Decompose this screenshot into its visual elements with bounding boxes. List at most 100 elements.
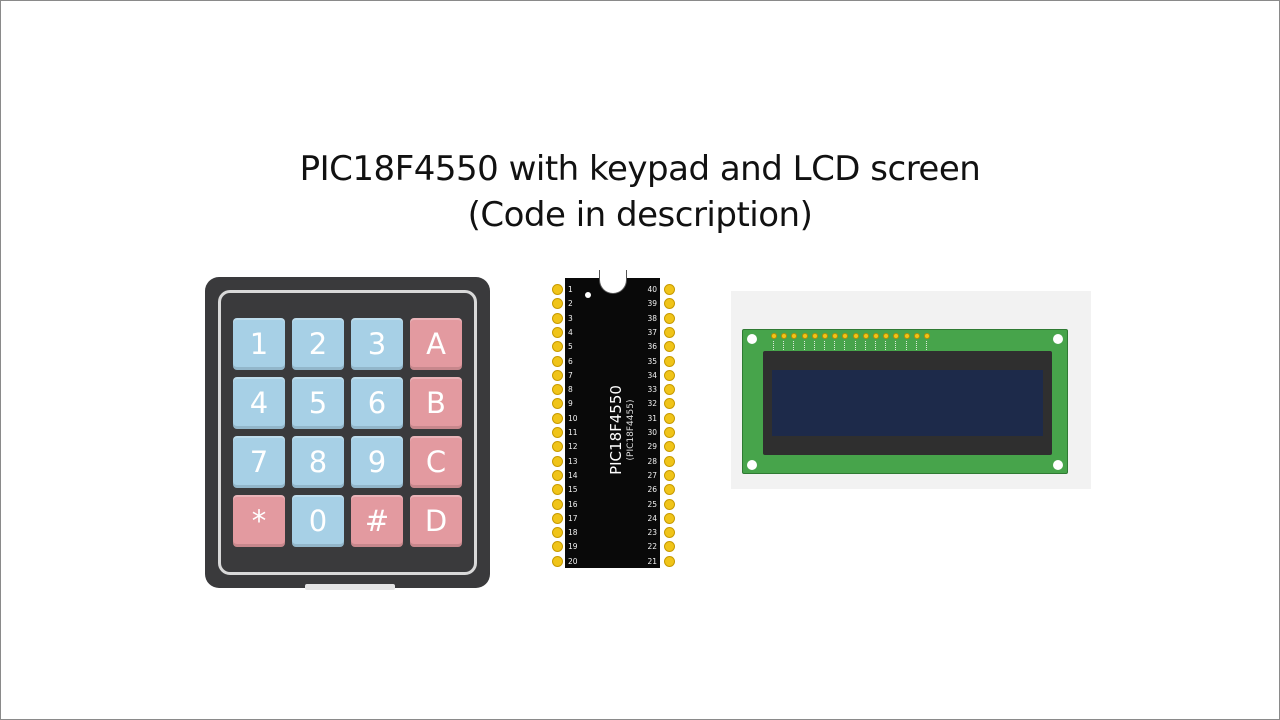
- pin-number: 9: [568, 399, 573, 409]
- pin-number: 37: [647, 327, 657, 337]
- lcd-header-pin: [883, 333, 890, 339]
- pin-number: 39: [647, 299, 657, 309]
- chip-pin: [552, 369, 563, 381]
- keypad-key: *: [233, 495, 285, 547]
- pin-number: 16: [568, 499, 578, 509]
- chip-pin: [664, 355, 675, 367]
- lcd-pin-label: [773, 341, 777, 350]
- pin-number: 22: [647, 542, 657, 552]
- pin-number: 30: [647, 428, 657, 437]
- keypad-key: 8: [292, 436, 344, 488]
- chip-pin: [664, 427, 675, 438]
- pin-number: 26: [647, 485, 657, 495]
- chip-pin: [664, 455, 675, 467]
- keypad-key: C: [410, 436, 462, 488]
- lcd-header-pin: [822, 333, 828, 339]
- lcd-pin-label: [885, 341, 889, 350]
- keypad-key: B: [410, 377, 462, 429]
- lcd-pin-label: [875, 341, 879, 350]
- chip-pin: [552, 541, 563, 553]
- pin-number: 32: [647, 399, 657, 409]
- lcd-pin-label: [895, 341, 899, 350]
- lcd-screen: [772, 370, 1043, 436]
- lcd-header-pin: [801, 333, 808, 339]
- pin-number: 8: [568, 385, 573, 395]
- lcd-pin-label: [813, 341, 818, 350]
- lcd-header-pin: [771, 333, 777, 339]
- lcd-pin-label: [915, 341, 920, 350]
- keypad-key: 6: [351, 377, 403, 429]
- mount-hole: [747, 460, 757, 470]
- pin-number: 10: [568, 413, 578, 423]
- keypad-key: 0: [292, 495, 344, 547]
- lcd-header-pin: [903, 333, 910, 339]
- chip-name: PIC18F4550: [607, 385, 625, 475]
- lcd-header-pin: [842, 333, 849, 339]
- lcd-16x2-module: [742, 329, 1068, 474]
- chip-pin: [664, 298, 675, 310]
- keypad-key: D: [410, 495, 462, 547]
- chip-pin: [664, 541, 675, 553]
- pin-number: 19: [568, 542, 578, 552]
- chip-pin: [552, 512, 563, 524]
- chip-pin: [664, 284, 675, 295]
- lcd-pin-label: [844, 341, 848, 350]
- pin-number: 23: [647, 528, 657, 538]
- pin-number: 6: [568, 356, 573, 366]
- keypad-key: #: [351, 495, 403, 547]
- chip-pin: [552, 441, 563, 453]
- slide-subtitle: (Code in description): [467, 195, 813, 235]
- chip-pin: [552, 326, 563, 338]
- pin-number: 4: [568, 327, 573, 337]
- lcd-pin-label: [854, 341, 859, 350]
- lcd-header-pin: [832, 333, 839, 339]
- pin-number: 18: [568, 528, 578, 538]
- keypad-key: 2: [292, 318, 344, 370]
- chip-pin: [664, 341, 675, 353]
- lcd-bezel: [763, 351, 1052, 455]
- chip-pin: [552, 298, 563, 310]
- lcd-pin-label: [926, 341, 930, 350]
- pin-number: 36: [647, 342, 657, 352]
- chip-pin: [664, 326, 675, 338]
- keypad-key: 4: [233, 377, 285, 429]
- pin-number: 7: [568, 370, 573, 380]
- keypad-key: 7: [233, 436, 285, 488]
- lcd-header-pin: [924, 333, 930, 339]
- mount-hole: [1053, 460, 1063, 470]
- chip-pin: [664, 369, 675, 381]
- chip-pin: [552, 412, 563, 424]
- pin-number: 40: [647, 285, 657, 294]
- pin-number: 33: [647, 385, 657, 395]
- lcd-header-pin: [791, 333, 798, 339]
- chip-pin: [552, 427, 563, 438]
- chip-pin: [552, 384, 563, 396]
- mount-hole: [747, 334, 757, 344]
- pin-number: 28: [647, 456, 657, 466]
- lcd-pin-label: [864, 341, 869, 350]
- keypad-border: [218, 290, 477, 575]
- chip-pin: [664, 512, 675, 524]
- keypad-ribbon-connector: [305, 584, 395, 590]
- pin-number: 21: [647, 556, 657, 566]
- chip-pin: [552, 455, 563, 467]
- mount-hole: [1053, 334, 1063, 344]
- pin-number: 35: [647, 356, 657, 366]
- lcd-header-pin: [873, 333, 879, 339]
- chip-pin: [664, 555, 675, 567]
- pin-number: 14: [568, 470, 578, 480]
- pin-number: 27: [647, 470, 657, 480]
- lcd-pin-label: [834, 341, 838, 350]
- pin-number: 31: [647, 413, 657, 423]
- chip-pin: [552, 498, 563, 510]
- chip-pin: [552, 469, 563, 481]
- keypad-key: 3: [351, 318, 403, 370]
- chip-notch: [599, 270, 627, 294]
- pin-number: 11: [568, 428, 578, 437]
- chip-pin: [664, 484, 675, 496]
- lcd-header-pin: [913, 333, 920, 339]
- chip-pin: [664, 441, 675, 453]
